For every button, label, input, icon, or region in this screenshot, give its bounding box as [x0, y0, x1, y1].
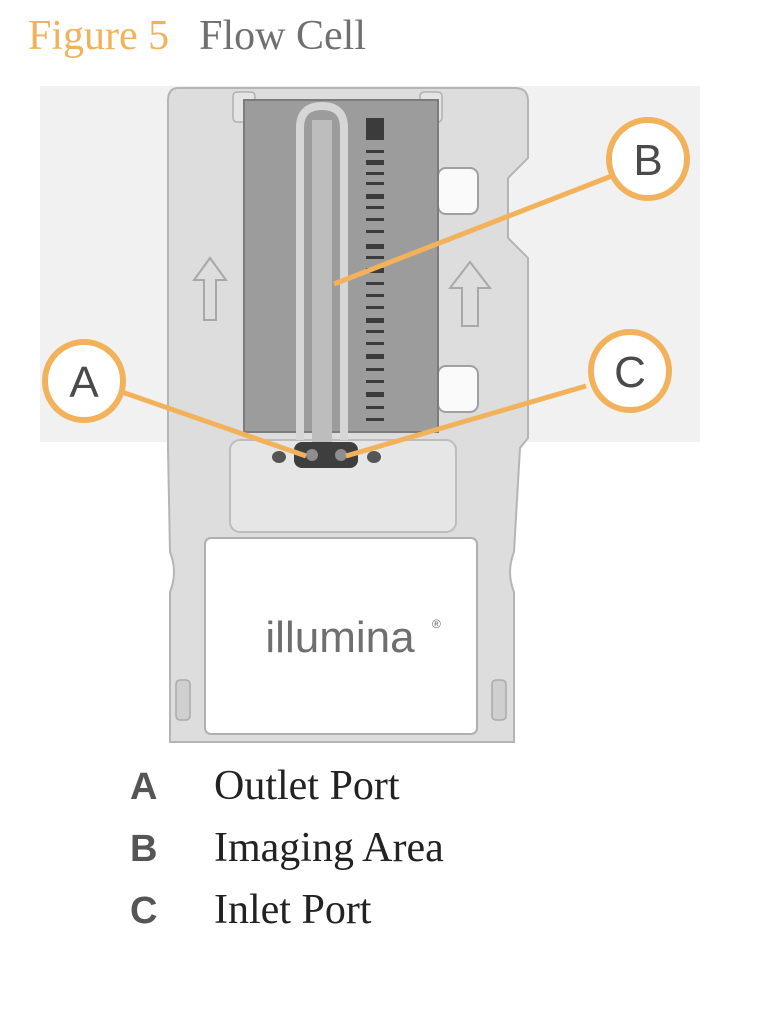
right-notch — [491, 679, 507, 721]
direction-arrow-right — [447, 260, 493, 327]
legend-letter: C — [130, 890, 158, 932]
label-area — [204, 537, 478, 735]
callout-c: C — [588, 329, 672, 413]
gasket-nub-right — [367, 451, 381, 463]
leader-line-a — [121, 389, 307, 459]
figure-header: Figure 5 Flow Cell — [28, 12, 366, 60]
side-clip-upper — [437, 167, 479, 215]
callout-b: B — [606, 117, 690, 201]
legend-description: Outlet Port — [214, 763, 400, 809]
legend-description: Imaging Area — [214, 825, 444, 871]
legend-item-a: A Outlet Port — [130, 762, 444, 824]
legend-description: Inlet Port — [214, 887, 372, 933]
barcode-marks — [366, 118, 384, 421]
outlet-port — [306, 449, 318, 461]
port-gasket — [294, 442, 358, 468]
callout-c-label: C — [614, 348, 646, 397]
legend-letter: B — [130, 828, 158, 870]
inlet-port — [335, 449, 347, 461]
direction-arrow-left — [192, 256, 228, 321]
brand-trademark-mark: ® — [432, 617, 441, 631]
leader-line-b — [333, 169, 623, 287]
legend-item-b: B Imaging Area — [130, 824, 444, 886]
flow-cell-illustration: illumina ® A B C — [40, 86, 700, 743]
legend: A Outlet Port B Imaging Area C Inlet Por… — [130, 762, 444, 948]
callout-a-label: A — [69, 358, 99, 407]
gasket-nub-left — [272, 451, 286, 463]
figure-title: Flow Cell — [199, 13, 367, 59]
callout-b-label: B — [633, 136, 662, 185]
callout-a: A — [42, 339, 126, 423]
legend-letter: A — [130, 766, 158, 808]
imaging-strip — [312, 120, 332, 442]
left-notch — [175, 679, 191, 721]
side-clip-lower — [437, 365, 479, 413]
legend-item-c: C Inlet Port — [130, 886, 444, 948]
figure-number: Figure 5 — [28, 13, 170, 59]
flow-lane — [296, 101, 348, 440]
brand-logo-text: illumina — [265, 613, 415, 662]
leader-line-c — [345, 383, 587, 459]
